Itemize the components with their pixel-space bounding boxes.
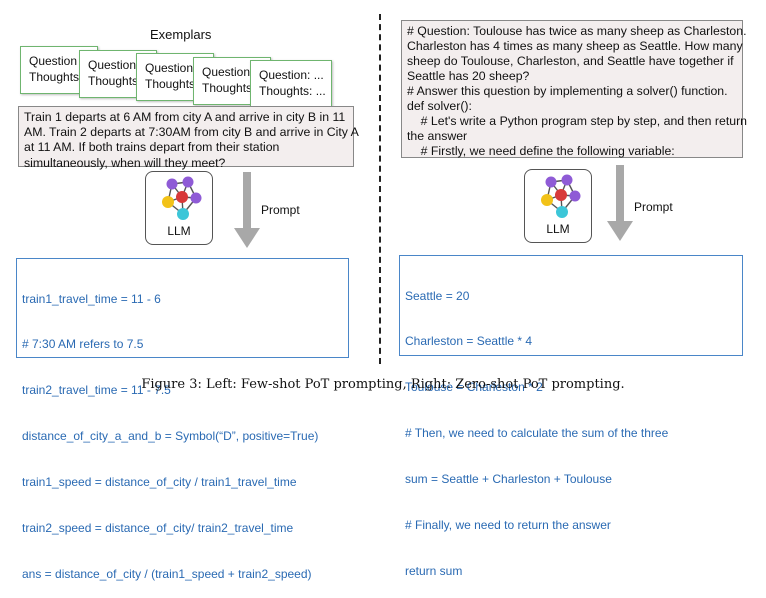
code-line: distance_of_city_a_and_b = Symbol(“D”, p…: [22, 429, 319, 444]
question-line: at 11 AM. If both trains depart from the…: [24, 140, 280, 155]
prompt-label: Prompt: [261, 203, 300, 217]
code-line: Toulouse = Charleston * 2: [405, 380, 543, 395]
question-line: Train 1 departs at 6 AM from city A and …: [24, 110, 346, 124]
panel-divider: [379, 14, 381, 364]
code-line: # 7:30 AM refers to 7.5: [22, 337, 144, 352]
card-thoughts: Thoughts: [145, 77, 196, 91]
card-thoughts: Thoughts: ...: [259, 84, 326, 98]
card-question: Question: [29, 54, 78, 68]
card-question: Question: [88, 58, 137, 72]
neural-network-icon: [541, 174, 581, 218]
code-line: train2_speed = distance_of_city/ train2_…: [22, 521, 294, 536]
neural-network-icon: [162, 176, 202, 220]
left-code-box: train1_travel_time = 11 - 6 # 7:30 AM re…: [16, 258, 349, 581]
prompt-label: Prompt: [634, 200, 673, 214]
down-arrow-icon: [607, 165, 633, 241]
question-line: simultaneously, when will they meet?: [24, 155, 226, 170]
question-line: # Let's write a Python program step by s…: [407, 114, 748, 128]
card-thoughts: Thoughts: [202, 81, 253, 95]
code-line: train2_travel_time = 11 - 7.5: [22, 383, 171, 398]
code-line: # Finally, we need to return the answer: [405, 518, 611, 533]
card-question: Question: ...: [259, 68, 324, 82]
question-line: sheep do Toulouse, Charleston, and Seatt…: [407, 54, 734, 68]
question-line: the answer: [407, 129, 468, 143]
code-line: Seattle = 20: [405, 288, 470, 303]
figure-caption: Figure 3: Left: Few-shot PoT prompting, …: [141, 377, 625, 392]
question-line: def solver():: [407, 99, 472, 113]
question-line: # Firstly, we need define the following …: [407, 144, 675, 158]
exemplars-label: Exemplars: [150, 27, 212, 42]
question-line: Charleston has 4 times as many sheep as …: [407, 39, 743, 53]
left-question-box: Train 1 departs at 6 AM from city A and …: [18, 106, 359, 170]
exemplar-card: Question: ... Thoughts: ...: [250, 60, 332, 108]
llm-label: LLM: [167, 224, 191, 238]
code-line: train1_speed = distance_of_city / train1…: [22, 475, 297, 490]
llm-label: LLM: [546, 222, 570, 236]
code-line: train1_travel_time = 11 - 6: [22, 291, 161, 306]
code-line: ans = distance_of_city / (train1_speed +…: [22, 566, 312, 581]
left-llm-box: LLM: [145, 171, 213, 245]
card-thoughts: Thoughts: [88, 74, 139, 88]
card-thoughts: Thoughts: [29, 70, 80, 84]
card-question: Question: [145, 61, 194, 75]
code-line: sum = Seattle + Charleston + Toulouse: [405, 472, 612, 487]
code-line: return sum: [405, 563, 463, 578]
right-code-box: Seattle = 20 Charleston = Seattle * 4 To…: [399, 255, 743, 578]
code-line: Charleston = Seattle * 4: [405, 334, 533, 349]
card-question: Question: [202, 65, 251, 79]
question-line: AM. Train 2 departs at 7:30AM from city …: [24, 125, 359, 140]
question-line: Seattle has 20 sheep?: [407, 69, 530, 83]
question-line: # Answer this question by implementing a…: [407, 84, 728, 98]
code-line: # Then, we need to calculate the sum of …: [405, 426, 669, 441]
question-line: # Question: Toulouse has twice as many s…: [407, 24, 747, 38]
down-arrow-icon: [234, 172, 260, 248]
right-question-box: # Question: Toulouse has twice as many s…: [401, 20, 748, 158]
right-llm-box: LLM: [524, 169, 592, 243]
